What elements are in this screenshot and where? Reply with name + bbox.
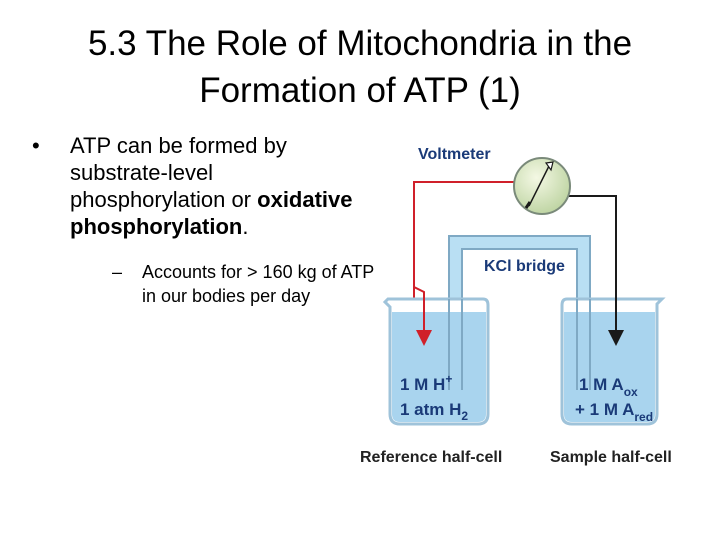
left-solution-line-2: 1 atm H2 xyxy=(400,400,468,423)
slide-title: 5.3 The Role of Mitochondria in the Form… xyxy=(40,20,680,114)
voltmeter-dial xyxy=(513,157,571,215)
reference-half-cell-caption: Reference half-cell xyxy=(360,449,502,466)
bullet-list: • ATP can be formed by substrate-level p… xyxy=(30,132,374,308)
bullet-bold-text: oxidative phosphorylation xyxy=(70,187,353,239)
right-solution-line-2: + 1 M Ared xyxy=(575,400,653,424)
left-solution-line-1: 1 M H+ xyxy=(400,372,452,394)
bullet-text: ATP can be formed by substrate-level pho… xyxy=(70,133,287,212)
bullet-item: • ATP can be formed by substrate-level p… xyxy=(30,132,374,308)
right-beaker xyxy=(560,297,666,426)
voltmeter-label: Voltmeter xyxy=(418,146,491,163)
bullet-marker: • xyxy=(32,133,40,158)
half-cell-diagram: Voltmeter KCl bridge xyxy=(360,146,672,466)
sample-half-cell-caption: Sample half-cell xyxy=(550,449,672,466)
title-line-2: Formation of ATP (1) xyxy=(199,71,521,110)
title-line-1: 5.3 The Role of Mitochondria in the xyxy=(87,24,633,63)
bullet-end: . xyxy=(242,214,249,239)
sub-bullet-text: Accounts for > 160 kg of ATP in our bodi… xyxy=(142,262,374,306)
kcl-bridge-label: KCl bridge xyxy=(484,258,565,275)
sub-bullet-marker: – xyxy=(112,262,123,282)
sub-bullet-item: – Accounts for > 160 kg of ATP in our bo… xyxy=(70,260,392,308)
right-solution-line-1: 1 M Aox xyxy=(579,375,638,399)
left-beaker xyxy=(382,297,490,426)
